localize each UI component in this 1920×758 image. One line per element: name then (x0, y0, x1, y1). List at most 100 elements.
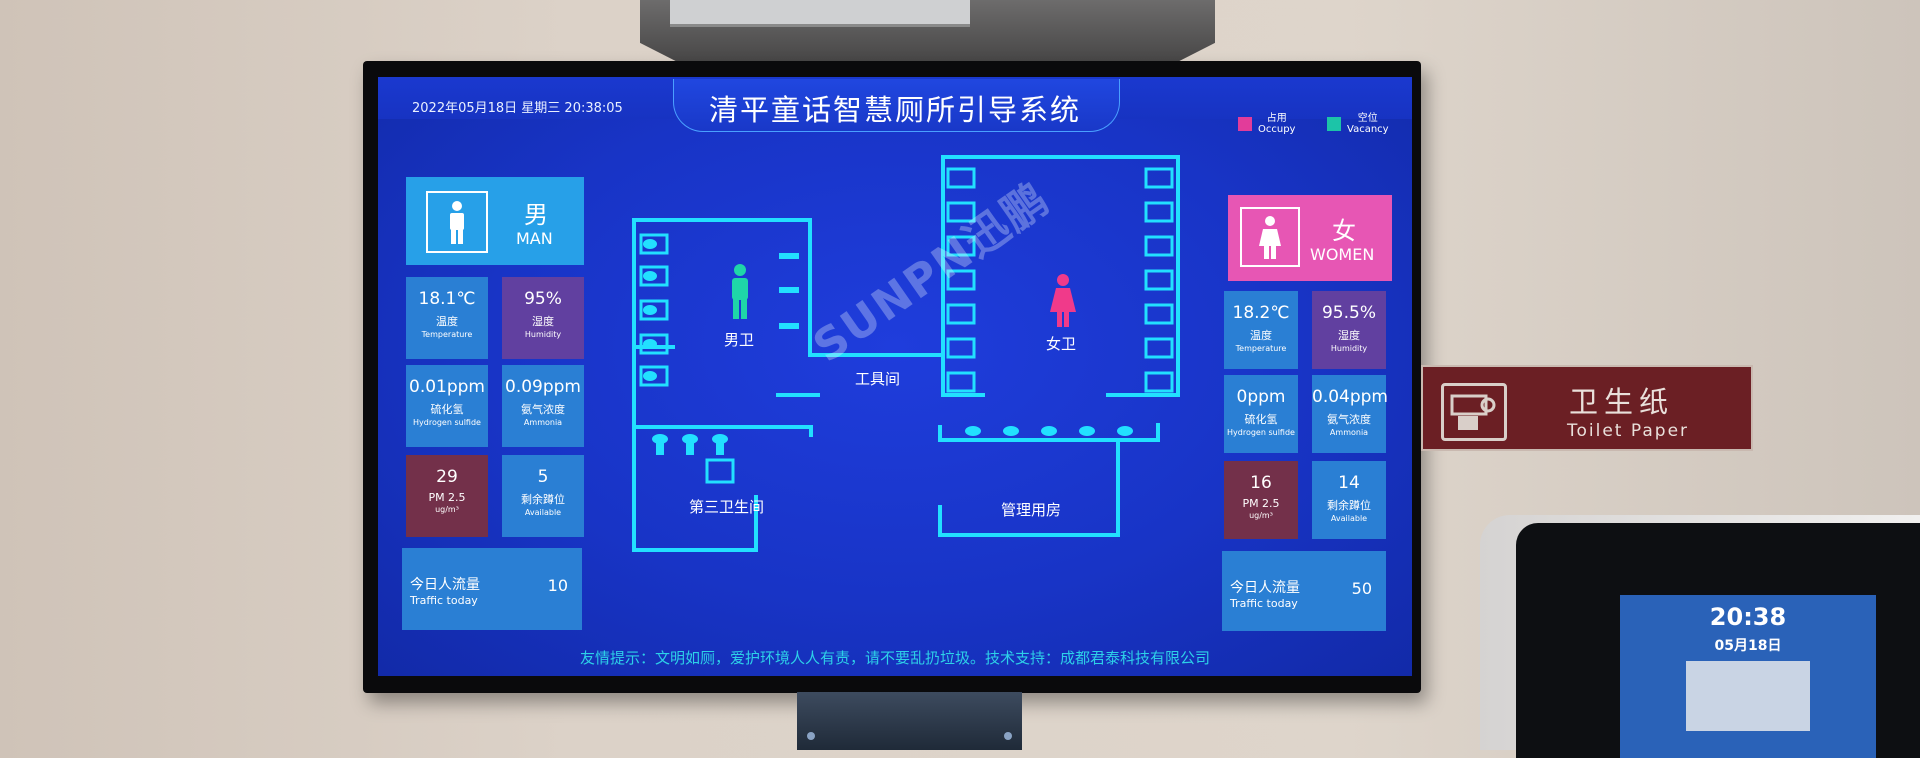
title-plate (673, 79, 1120, 132)
men-cn-label: 男 (524, 201, 548, 229)
men-ammonia-en: Ammonia (523, 418, 563, 427)
third-restroom-fixtures (652, 434, 735, 484)
women-available-value: 14 (1338, 473, 1360, 493)
men-humidity-cn: 湿度 (532, 315, 554, 328)
men-traffic-card: 今日人流量 Traffic today 10 (402, 548, 582, 630)
men-temperature-value: 18.1℃ (418, 289, 476, 309)
women-ammonia-value: 0.04ppm (1312, 387, 1388, 407)
men-available-value: 5 (537, 467, 549, 487)
toilet-paper-sign: 卫生纸 Toilet Paper (1421, 365, 1753, 451)
men-ammonia-cn: 氨气浓度 (521, 403, 565, 416)
screw-dot (807, 732, 815, 740)
men-pm25-cn: PM 2.5 (428, 491, 466, 504)
men-stalls (639, 233, 799, 387)
women-humidity-value: 95.5% (1321, 303, 1376, 323)
women-humidity-card: 95.5% 湿度 Humidity (1312, 291, 1386, 369)
men-pm25-en: ug/m³ (435, 505, 459, 514)
datetime: 2022年05月18日 星期三 20:38:05 (412, 101, 623, 116)
third-restroom-label: 第三卫生间 (689, 498, 765, 516)
legend-vacancy-cn: 空位 (1357, 113, 1378, 124)
men-available-card: 5 剩余蹲位 Available (502, 455, 584, 537)
sign-en-text: Toilet Paper (1567, 421, 1690, 441)
women-room-wall (941, 155, 1180, 397)
vacancy-swatch (1327, 117, 1341, 131)
men-gender-card: 男 MAN (406, 177, 584, 265)
men-temperature-en: Temperature (421, 330, 473, 339)
toilet-paper-icon (1441, 383, 1507, 441)
footer-notice: 友情提示：文明如厕，爱护环境人人有责，请不要乱扔垃圾。技术支持：成都君泰科技有限… (579, 649, 1210, 667)
women-h2s-en: Hydrogen sulfide (1227, 428, 1295, 437)
management-room-top-wall (938, 423, 1160, 442)
male-person-icon (426, 191, 488, 253)
tool-room-label: 工具间 (855, 370, 901, 388)
women-traffic-value: 50 (1351, 579, 1372, 598)
sign-cn-text: 卫生纸 (1569, 385, 1675, 419)
men-pm25-card: 29 PM 2.5 ug/m³ (406, 455, 488, 537)
women-h2s-cn: 硫化氢 (1244, 413, 1278, 426)
women-ammonia-card: 0.04ppm 氨气浓度 Ammonia (1312, 375, 1388, 453)
women-traffic-en: Traffic today (1230, 597, 1298, 610)
management-room-label: 管理用房 (1001, 501, 1062, 519)
men-humidity-card: 95% 湿度 Humidity (502, 277, 584, 359)
management-room-wall (938, 438, 1120, 537)
third-restroom-wall (632, 495, 758, 552)
women-humidity-cn: 湿度 (1338, 329, 1360, 342)
women-temperature-cn: 温度 (1250, 329, 1272, 342)
women-en-label: WOMEN (1310, 245, 1375, 264)
men-traffic-en: Traffic today (410, 594, 478, 607)
men-humidity-en: Humidity (524, 330, 562, 339)
page-title: 清平童话智慧厕所引导系统 (708, 93, 1081, 127)
women-ammonia-cn: 氨气浓度 (1327, 413, 1371, 426)
men-en-label: MAN (516, 229, 553, 248)
men-available-en: Available (524, 508, 562, 517)
women-traffic-cn: 今日人流量 (1230, 580, 1300, 596)
third-restroom-top-wall (632, 425, 813, 437)
women-h2s-value: 0ppm (1236, 387, 1286, 407)
legend-occupy-en: Occupy (1258, 124, 1296, 135)
women-stalls (946, 167, 1174, 393)
kiosk-time: 20:38 (1709, 603, 1787, 631)
women-available-card: 14 剩余蹲位 Available (1312, 461, 1386, 539)
women-temperature-value: 18.2℃ (1232, 303, 1290, 323)
tv-mount (797, 692, 1022, 750)
women-cn-label: 女 (1332, 217, 1356, 245)
legend-vacancy-en: Vacancy (1347, 124, 1389, 135)
men-temperature-card: 18.1℃ 温度 Temperature (406, 277, 488, 359)
kiosk-panel (1686, 661, 1810, 731)
kiosk-date: 05月18日 (1714, 638, 1782, 654)
men-traffic-value: 10 (547, 576, 568, 595)
women-h2s-card: 0ppm 硫化氢 Hydrogen sulfide (1224, 375, 1298, 453)
men-humidity-value: 95% (524, 289, 562, 309)
men-h2s-cn: 硫化氢 (430, 403, 464, 416)
kiosk-bezel: 20:38 05月18日 (1516, 523, 1920, 758)
men-traffic-cn: 今日人流量 (410, 577, 480, 593)
women-pm25-card: 16 PM 2.5 ug/m³ (1224, 461, 1298, 539)
male-figure-icon (732, 264, 748, 319)
ceiling-light (670, 0, 970, 27)
kiosk-device: 20:38 05月18日 (1480, 515, 1920, 758)
men-h2s-value: 0.01ppm (409, 377, 485, 397)
men-temperature-cn: 温度 (436, 315, 458, 328)
occupy-swatch (1238, 117, 1252, 131)
women-gender-card: 女 WOMEN (1228, 195, 1392, 281)
women-pm25-value: 16 (1250, 473, 1272, 493)
screw-dot (1004, 732, 1012, 740)
women-ammonia-en: Ammonia (1329, 428, 1369, 437)
women-room-label: 女卫 (1046, 335, 1077, 353)
kiosk-display: 20:38 05月18日 (1620, 595, 1876, 758)
men-room-wall (632, 218, 812, 387)
men-ammonia-card: 0.09ppm 氨气浓度 Ammonia (502, 365, 584, 447)
women-pm25-cn: PM 2.5 (1242, 497, 1280, 510)
men-pm25-value: 29 (436, 467, 458, 487)
men-available-cn: 剩余蹲位 (521, 493, 565, 506)
women-traffic-card: 今日人流量 Traffic today 50 (1222, 551, 1386, 631)
men-h2s-en: Hydrogen sulfide (413, 418, 481, 427)
men-h2s-card: 0.01ppm 硫化氢 Hydrogen sulfide (406, 365, 488, 447)
women-available-cn: 剩余蹲位 (1327, 499, 1371, 512)
female-figure-icon (1050, 274, 1076, 327)
men-ammonia-value: 0.09ppm (505, 377, 581, 397)
men-room-label: 男卫 (724, 331, 755, 349)
women-pm25-en: ug/m³ (1249, 511, 1273, 520)
